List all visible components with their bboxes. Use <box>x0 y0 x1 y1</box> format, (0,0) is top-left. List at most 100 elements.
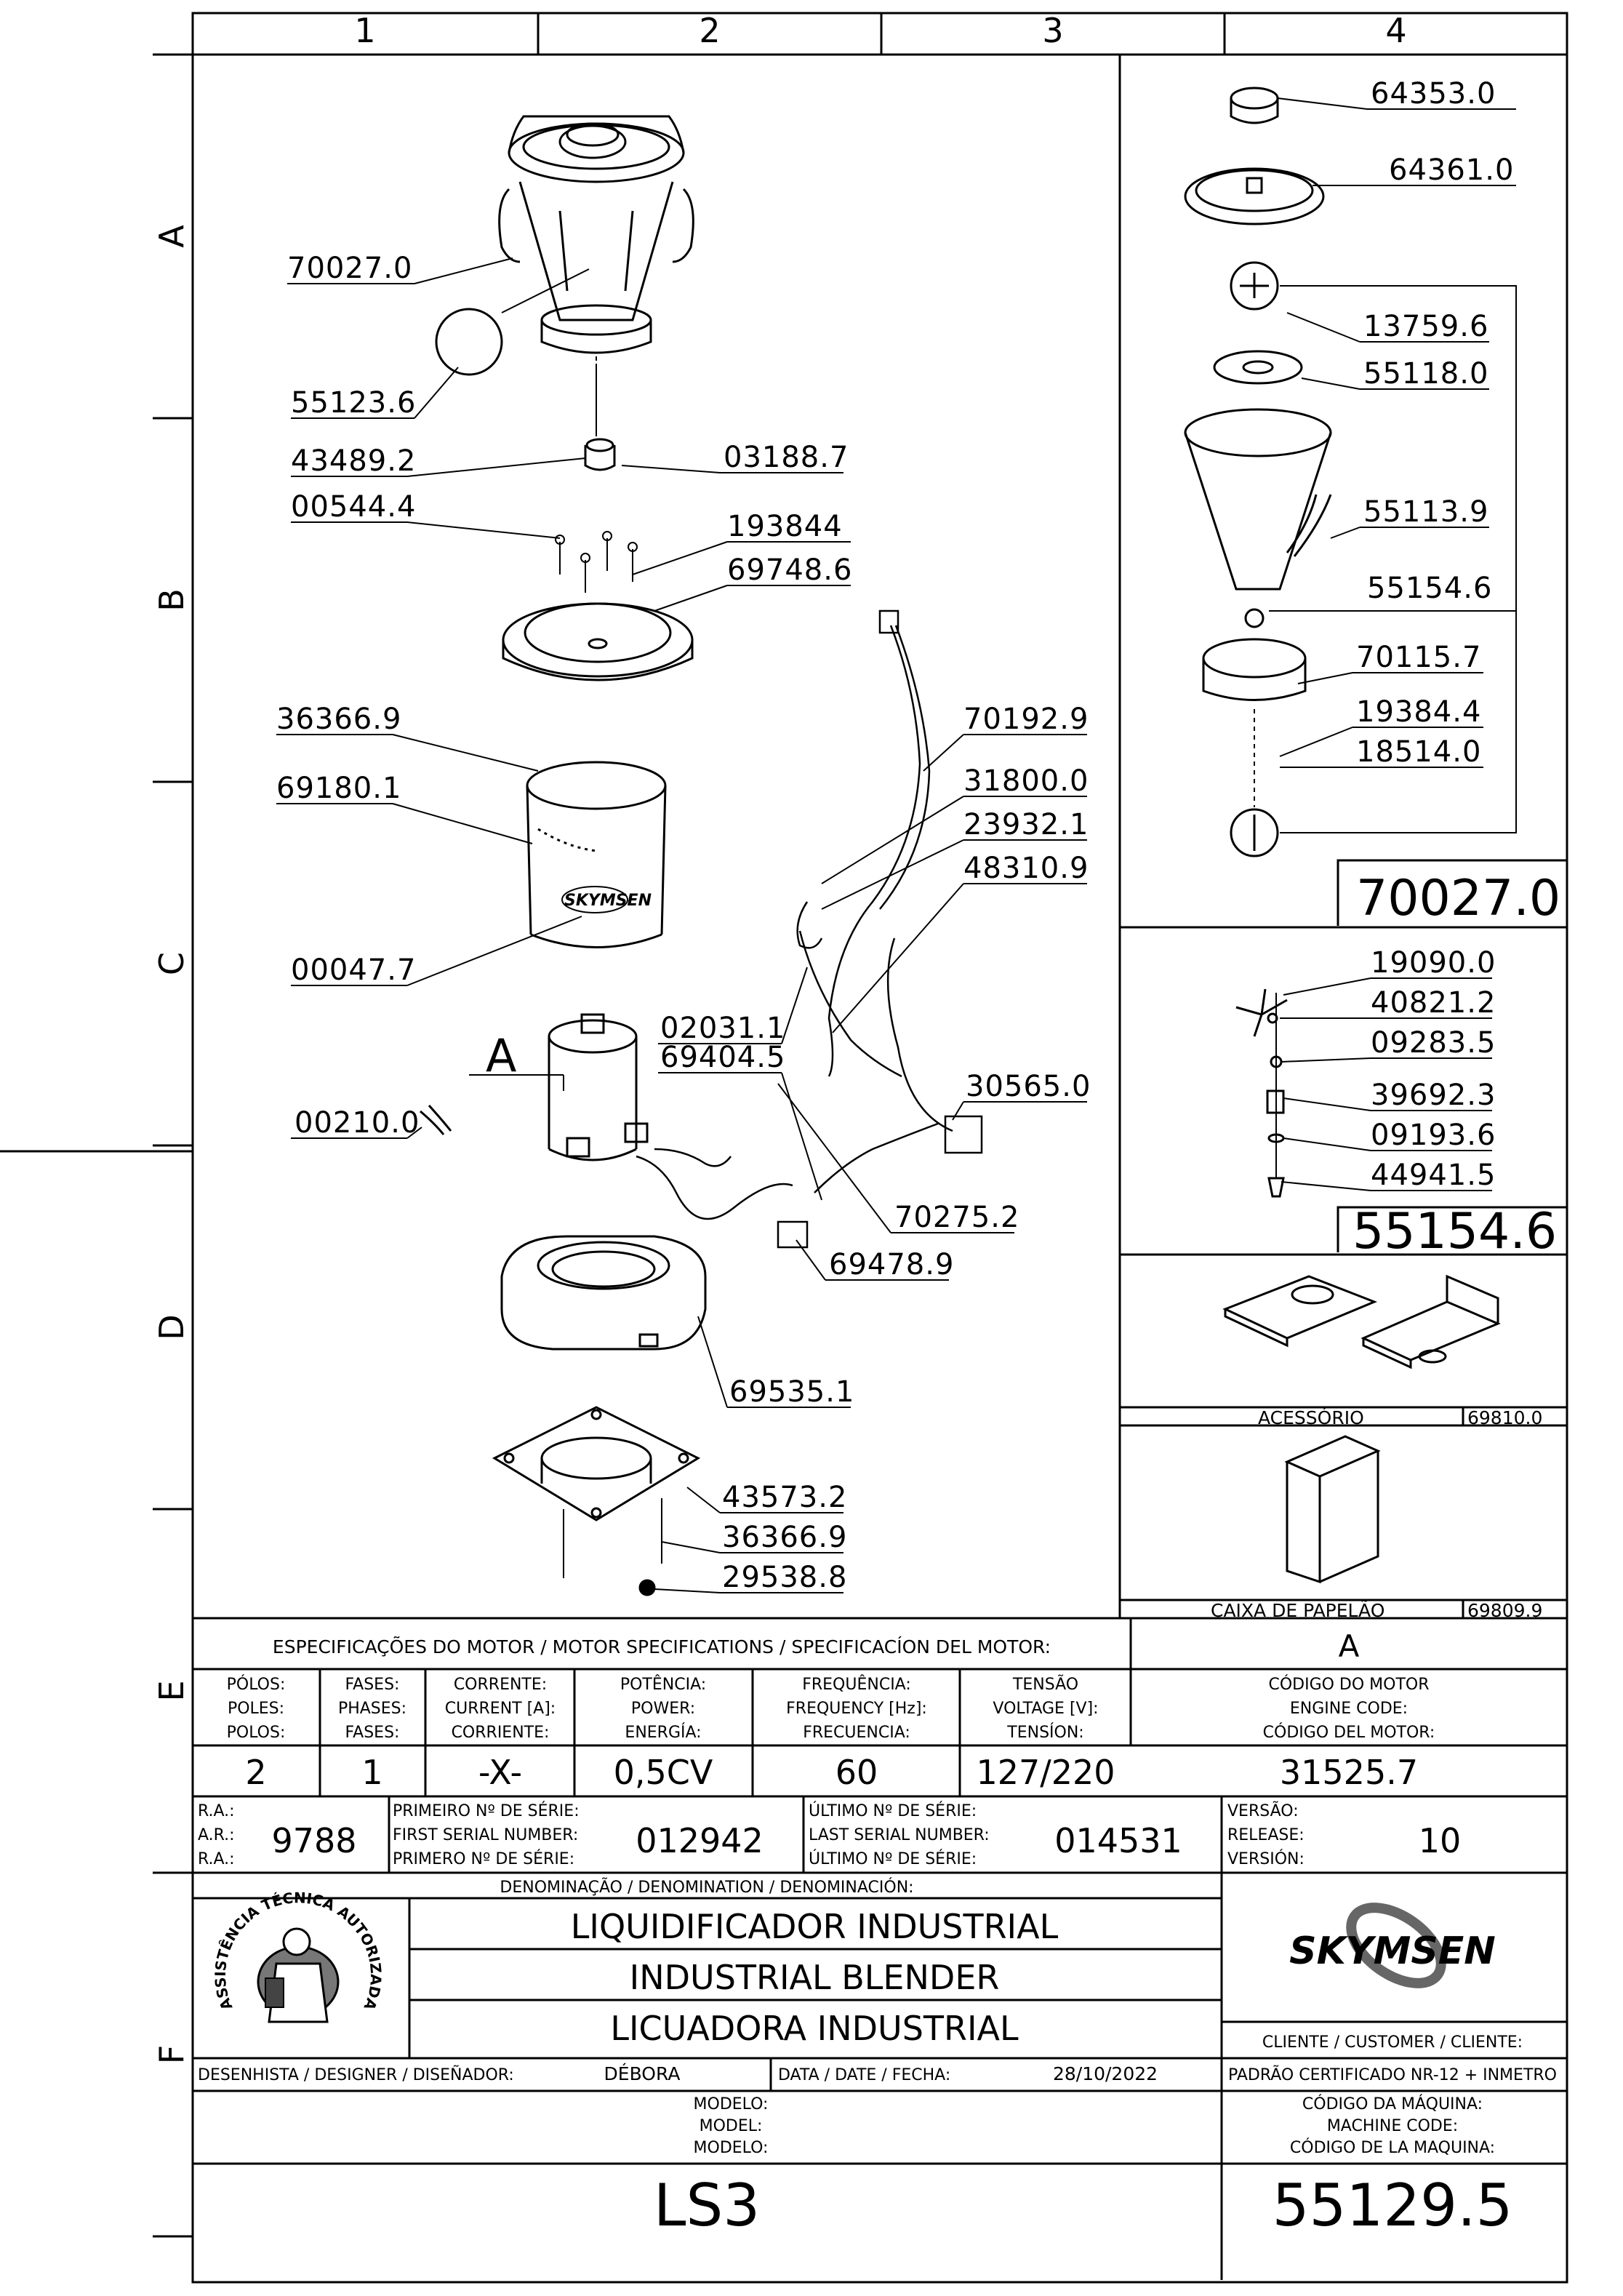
title-block-text: CLIENTE / CUSTOMER / CLIENTE: DESENHISTA… <box>198 2033 1557 2239</box>
part-label: 69404.5 <box>660 1041 785 1074</box>
certification-text: PADRÃO CERTIFICADO NR-12 + INMETRO <box>1228 2065 1557 2084</box>
customer-label: CLIENTE / CUSTOMER / CLIENTE: <box>1262 2033 1523 2052</box>
version-label: VERSÃO: <box>1227 1801 1299 1820</box>
spec-value: 2 <box>245 1753 266 1792</box>
grid-col-4: 4 <box>1385 11 1406 50</box>
part-label: 02031.1 <box>660 1012 785 1045</box>
part-label: 69180.1 <box>276 772 401 805</box>
drawing-frame <box>0 12 1568 2284</box>
motor-cover-drawing <box>502 602 694 681</box>
accessory-code: 69810.0 <box>1467 1407 1542 1428</box>
cup-detail-labels: 64353.0 64361.0 13759.6 55118.0 55113.9 … <box>1356 77 1560 927</box>
outer-border <box>191 12 1568 2284</box>
part-label: 18514.0 <box>1356 735 1481 769</box>
spec-header: POLOS: <box>227 1724 286 1742</box>
spec-header: FREQUÊNCIA: <box>802 1675 911 1694</box>
machine-code-value: 55129.5 <box>1273 2172 1513 2239</box>
cup-assembly-drawing <box>498 115 694 354</box>
grid-col-2: 2 <box>699 11 720 50</box>
denomination-line: LICUADORA INDUSTRIAL <box>610 2009 1019 2048</box>
grid-column-labels: 1 2 3 4 <box>354 11 1406 50</box>
part-label: 69478.9 <box>829 1248 954 1281</box>
part-label: 19090.0 <box>1371 946 1496 980</box>
part-label: 70115.7 <box>1356 641 1481 674</box>
spec-header: FREQUENCY [Hz]: <box>786 1700 927 1718</box>
spec-header: VOLTAGE [V]: <box>993 1700 1098 1718</box>
accessory-label: ACESSÓRIO <box>1258 1407 1364 1428</box>
date-label: DATA / DATE / FECHA: <box>778 2066 950 2084</box>
part-label: 64353.0 <box>1371 77 1496 111</box>
part-label: 23932.1 <box>963 808 1089 841</box>
spec-header: TENSÃO <box>1012 1674 1078 1694</box>
model-label: MODELO: <box>694 2095 769 2113</box>
spec-header: CORRIENTE: <box>452 1724 550 1742</box>
bottom-plate-drawing <box>492 1406 701 1521</box>
part-label: 09283.5 <box>1371 1026 1496 1060</box>
part-label: 44941.5 <box>1371 1159 1496 1192</box>
box-code: 69809.9 <box>1467 1600 1542 1621</box>
grid-row-e: E <box>152 1680 191 1701</box>
exploded-view: SKYMSEN <box>276 115 1087 1596</box>
spec-header: PHASES: <box>338 1700 406 1718</box>
last-serial-label: LAST SERIAL NUMBER: <box>809 1826 990 1844</box>
housing-logo: SKYMSEN <box>564 892 652 910</box>
machine-code-label: MACHINE CODE: <box>1327 2117 1458 2135</box>
spec-header: POTÊNCIA: <box>620 1675 706 1694</box>
last-serial-label: ÚLTIMO Nº DE SÉRIE: <box>809 1801 977 1820</box>
machine-code-label: CÓDIGO DE LA MAQUINA: <box>1290 2138 1495 2157</box>
part-label: 31800.0 <box>963 764 1089 798</box>
assembly-code: 55154.6 <box>1352 1203 1557 1260</box>
leader-lines <box>276 257 1087 1593</box>
spec-header: TENSÍON: <box>1006 1723 1083 1742</box>
part-label: 55113.9 <box>1363 495 1488 529</box>
box-label: CAIXA DE PAPELÃO <box>1211 1599 1384 1621</box>
spec-header: PÓLOS: <box>227 1675 286 1694</box>
authorized-seal: ASSISTÊNCIA TÉCNICA AUTORIZADA <box>212 1889 385 2023</box>
denomination-block: DENOMINAÇÃO / DENOMINATION / DENOMINACIÓ… <box>500 1877 1058 2048</box>
title-block-lines <box>193 1618 1567 2280</box>
spec-header: CORRENTE: <box>454 1676 547 1694</box>
housing-drawing <box>526 761 667 948</box>
date-value: 28/10/2022 <box>1053 2063 1158 2084</box>
part-label: 193844 <box>727 510 843 543</box>
spec-value: 60 <box>835 1753 878 1792</box>
part-label: 40821.2 <box>1371 986 1496 1020</box>
spec-header: FRECUENCIA: <box>803 1724 910 1742</box>
assembly-code: 70027.0 <box>1356 870 1560 927</box>
grid-row-c: C <box>152 952 191 975</box>
spec-header: POWER: <box>631 1700 695 1718</box>
grid-col-1: 1 <box>354 11 375 50</box>
first-serial-label: FIRST SERIAL NUMBER: <box>393 1826 578 1844</box>
spec-value: -X- <box>478 1753 522 1792</box>
ball-part <box>435 308 503 376</box>
grid-row-a: A <box>152 225 191 248</box>
part-label: 48310.9 <box>963 852 1089 885</box>
ra-label: R.A.: <box>198 1850 235 1868</box>
accessory-drawing <box>1222 1274 1501 1369</box>
spec-header: ENERGÍA: <box>625 1723 701 1742</box>
first-serial-value: 012942 <box>636 1821 764 1860</box>
grid-row-f: F <box>152 2045 191 2064</box>
spec-header: POLES: <box>228 1700 284 1718</box>
spec-value: 0,5CV <box>614 1753 713 1792</box>
blade-detail-drawing <box>1235 977 1492 1198</box>
part-label: 70192.9 <box>963 703 1089 736</box>
wiring-drawing <box>636 625 953 1220</box>
part-label: 70275.2 <box>894 1201 1019 1234</box>
motor-specs-title: ESPECIFICAÇÕES DO MOTOR / MOTOR SPECIFIC… <box>273 1636 1051 1657</box>
ra-value: 9788 <box>271 1821 356 1860</box>
motor-drawing <box>548 1013 649 1161</box>
first-serial-label: PRIMERO Nº DE SÉRIE: <box>393 1849 574 1868</box>
engine-marker: A <box>1339 1628 1360 1664</box>
last-serial-value: 014531 <box>1054 1821 1182 1860</box>
designer-value: DÉBORA <box>604 2063 681 2084</box>
skymsen-logo: SKYMSEN <box>1289 1903 1496 1988</box>
screws-drawing <box>555 531 638 593</box>
designer-label: DESENHISTA / DESIGNER / DISEÑADOR: <box>198 2065 514 2084</box>
part-label: 70027.0 <box>287 252 412 285</box>
part-label: 69535.1 <box>729 1375 854 1409</box>
spec-header: CURRENT [A]: <box>445 1700 556 1718</box>
first-serial-label: PRIMEIRO Nº DE SÉRIE: <box>393 1801 580 1820</box>
spec-header: CÓDIGO DEL MOTOR: <box>1263 1723 1435 1742</box>
